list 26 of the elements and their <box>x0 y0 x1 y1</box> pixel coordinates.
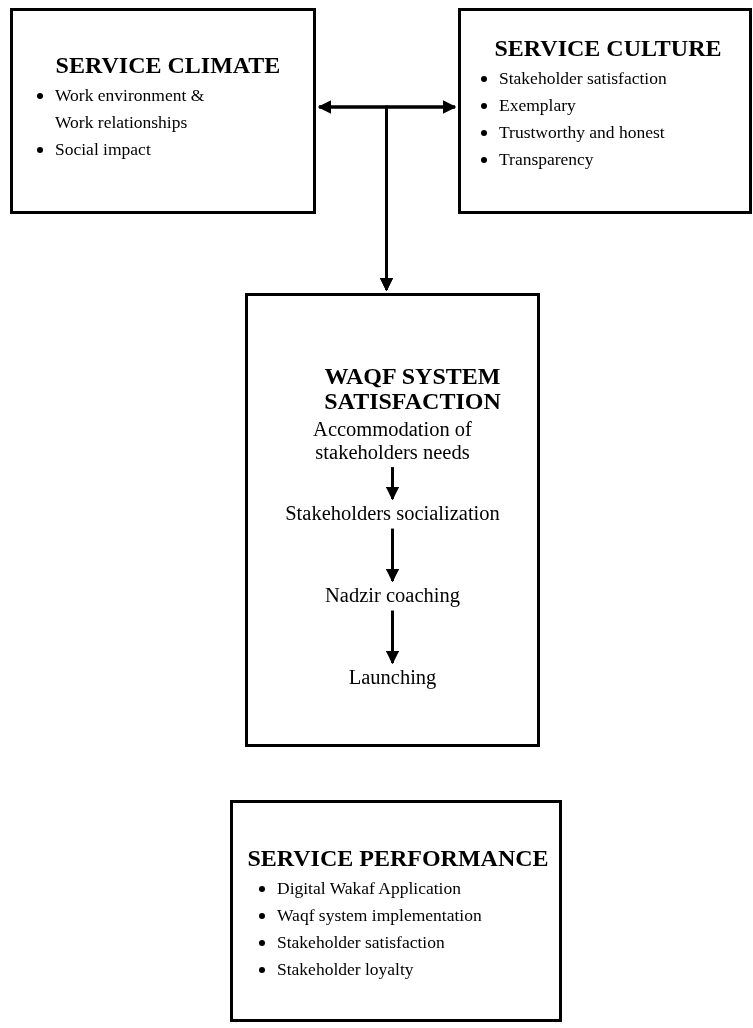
step-text: Accommodation of stakeholders needs <box>297 418 488 464</box>
bullet-item: Waqf system implementation <box>277 904 482 928</box>
bullet-item: Social impact <box>55 138 151 162</box>
bullet-item: Stakeholder satisfaction <box>499 67 667 91</box>
box-heading: SERVICE PERFORMANCE <box>246 846 550 872</box>
box-heading: SERVICE CULTURE <box>493 36 723 62</box>
step-text: Nadzir coaching <box>325 584 460 607</box>
bullet-item: Stakeholder loyalty <box>277 958 414 982</box>
bullet-item: Stakeholder satisfaction <box>277 931 445 955</box>
concept-box <box>10 8 316 214</box>
bullet-item: Exemplary <box>499 94 576 118</box>
bullet-item: Digital Wakaf Application <box>277 877 461 901</box>
bullet-item: Transparency <box>499 148 594 172</box>
arrow <box>385 610 400 665</box>
box-heading: WAQF SYSTEM SATISFACTION <box>323 364 502 415</box>
box-heading: SERVICE CLIMATE <box>54 53 282 79</box>
arrow <box>379 105 455 292</box>
concept-box <box>230 800 562 1022</box>
step-text: Launching <box>348 666 437 689</box>
arrow <box>385 528 400 583</box>
arrow <box>385 467 400 501</box>
concept-box <box>458 8 752 214</box>
concept-box <box>245 293 540 747</box>
step-text: Stakeholders socialization <box>285 502 500 525</box>
bullet-item: Work environment & Work relationships <box>55 84 206 135</box>
bullet-item: Trustworthy and honest <box>499 121 665 145</box>
